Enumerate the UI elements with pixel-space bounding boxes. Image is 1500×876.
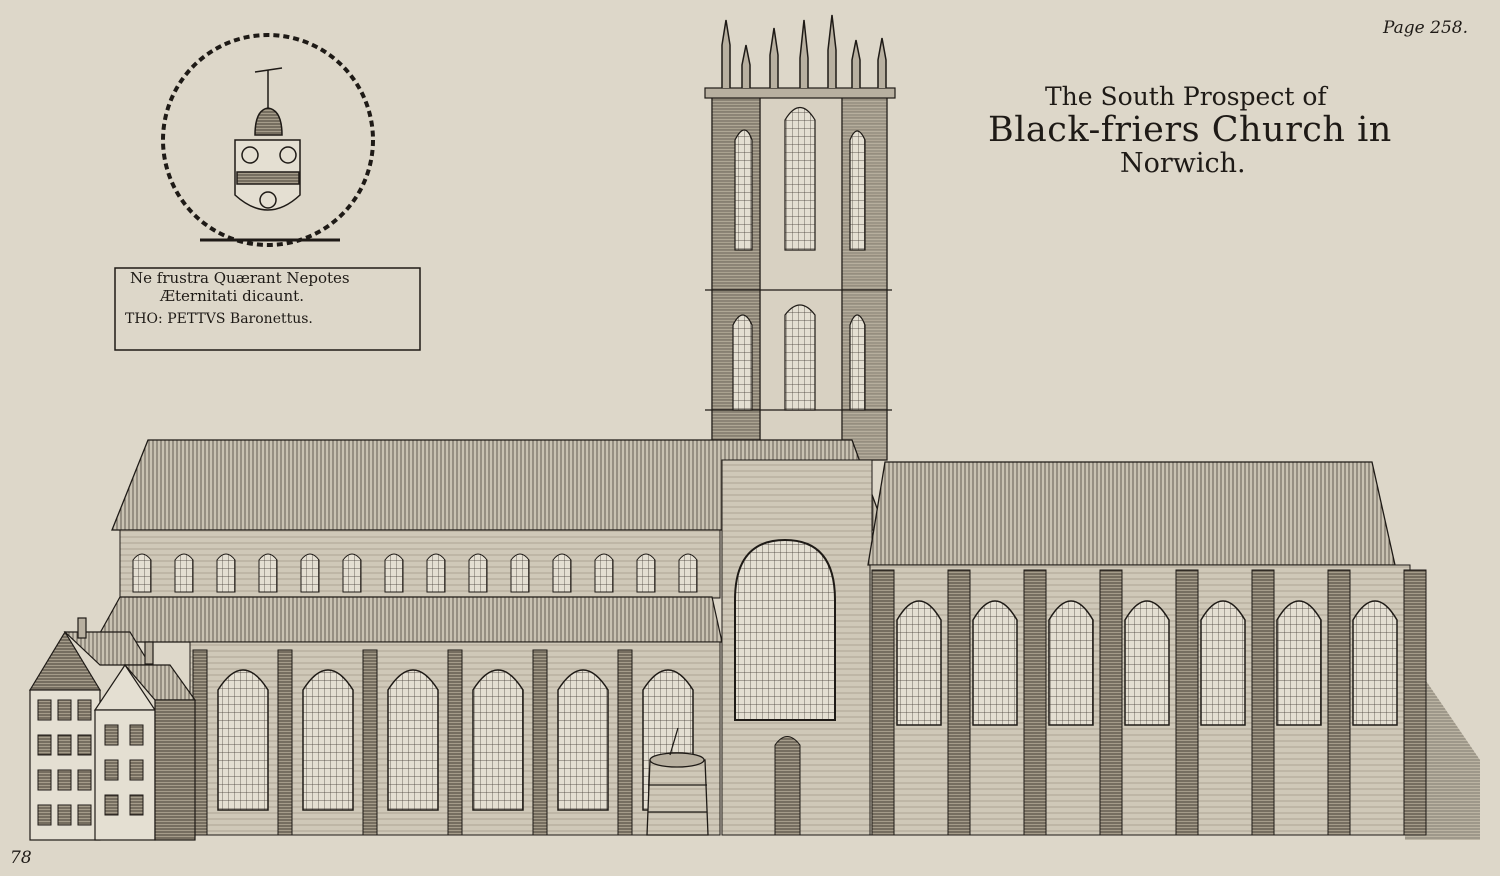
house-window: [77, 769, 92, 791]
chancel-window: [972, 600, 1018, 726]
crest-motto-line-2: Æternitati dicaunt.: [160, 287, 304, 305]
clerestory-window: [678, 553, 698, 593]
clerestory-window: [258, 553, 278, 593]
house-window: [37, 734, 52, 756]
aisle-window: [472, 669, 524, 811]
house-window: [57, 804, 72, 826]
coat-of-arms: [161, 33, 375, 247]
chancel-window: [1124, 600, 1170, 726]
house-window: [77, 699, 92, 721]
chancel-window: [1048, 600, 1094, 726]
buttress: [617, 649, 633, 836]
buttress: [1403, 569, 1427, 836]
buttress: [1327, 569, 1351, 836]
great-west-window: [734, 538, 836, 721]
aisle-window: [387, 669, 439, 811]
clerestory-wall: [119, 529, 721, 599]
motto-scroll: [114, 267, 421, 351]
clerestory-window: [552, 553, 572, 593]
tower: [704, 87, 896, 461]
chancel-window: [896, 600, 942, 726]
buttress: [1175, 569, 1199, 836]
tower-pinnacles: [721, 14, 887, 88]
clerestory-window: [216, 553, 236, 593]
house-window: [129, 794, 144, 816]
house-window: [104, 794, 119, 816]
house-window: [104, 759, 119, 781]
house-window: [77, 734, 92, 756]
aisle-roof: [93, 596, 723, 643]
aisle-window: [217, 669, 269, 811]
buttress: [1023, 569, 1047, 836]
house-window: [129, 724, 144, 746]
title-line-3: Norwich.: [1120, 148, 1246, 179]
clerestory-windows: [132, 553, 698, 593]
buttress: [277, 649, 293, 836]
house-window: [57, 699, 72, 721]
clerestory-window: [132, 553, 152, 593]
barrel: [646, 727, 709, 836]
plate-number: 78: [10, 848, 32, 868]
house-window: [77, 804, 92, 826]
clerestory-window: [426, 553, 446, 593]
buttress: [871, 569, 895, 836]
house-window: [37, 769, 52, 791]
clerestory-window: [594, 553, 614, 593]
house-window: [57, 734, 72, 756]
clerestory-window: [174, 553, 194, 593]
chancel-window: [1200, 600, 1246, 726]
crest-name-line: THO: PETTVS Baronettus.: [125, 311, 313, 327]
clerestory-window: [636, 553, 656, 593]
house-window: [37, 804, 52, 826]
buttress: [1099, 569, 1123, 836]
house-window: [104, 724, 119, 746]
clerestory-window: [384, 553, 404, 593]
chancel-window: [1276, 600, 1322, 726]
buttress: [447, 649, 463, 836]
page-number: Page 258.: [1382, 18, 1468, 38]
house-windows: [37, 699, 144, 826]
buttress: [947, 569, 971, 836]
aisle-windows: [192, 649, 694, 836]
title-line-1: The South Prospect of: [1045, 82, 1327, 111]
chancel-window: [1352, 600, 1398, 726]
clerestory-window: [300, 553, 320, 593]
chancel-windows: [871, 569, 1427, 836]
clerestory-window: [342, 553, 362, 593]
chancel-roof: [867, 461, 1396, 566]
buttress: [362, 649, 378, 836]
house-window: [37, 699, 52, 721]
crest-motto-line-1: Ne frustra Quærant Nepotes: [130, 269, 350, 287]
house-window: [129, 759, 144, 781]
house-window: [57, 769, 72, 791]
door: [774, 736, 801, 836]
clerestory-window: [468, 553, 488, 593]
aisle-window: [302, 669, 354, 811]
title-line-2: Black-friers Church in: [988, 110, 1392, 150]
buttress: [1251, 569, 1275, 836]
buttress: [532, 649, 548, 836]
clerestory-window: [510, 553, 530, 593]
aisle-window: [557, 669, 609, 811]
